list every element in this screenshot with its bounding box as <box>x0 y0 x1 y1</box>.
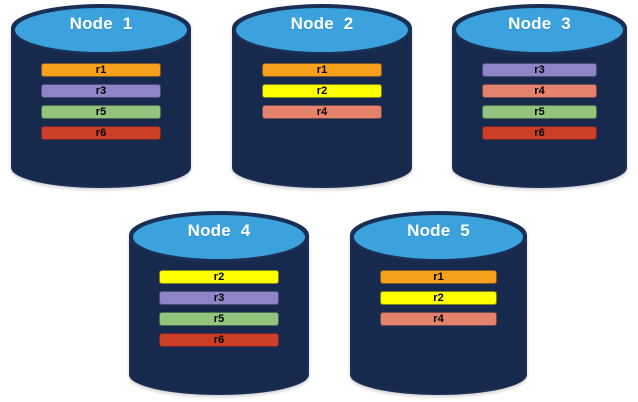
database-node-cylinder[interactable]: Node 4 r2 r3 r5 r6 <box>129 211 309 395</box>
cylinder-top-ellipse <box>351 212 526 262</box>
replica-bar-list: r1 r2 r4 <box>350 270 527 326</box>
replica-bar-list: r3 r4 r5 r6 <box>452 63 627 140</box>
replica-bar[interactable]: r6 <box>482 126 597 140</box>
replica-bar[interactable]: r6 <box>159 333 279 347</box>
replica-bar-list: r2 r3 r5 r6 <box>129 270 309 347</box>
cylinder-top-ellipse <box>12 5 190 55</box>
node-title-label: Node 5 <box>407 221 470 240</box>
database-node-cylinder[interactable]: Node 2 r1 r2 r4 <box>232 4 412 188</box>
replica-bar[interactable]: r5 <box>159 312 279 326</box>
replica-bar[interactable]: r3 <box>159 291 279 305</box>
replica-bar[interactable]: r6 <box>41 126 161 140</box>
node-title-label: Node 1 <box>69 14 133 33</box>
node-title-label: Node 4 <box>187 221 251 240</box>
replica-bar[interactable]: r2 <box>380 291 497 305</box>
replica-bar-list: r1 r2 r4 <box>232 63 412 119</box>
replica-bar[interactable]: r2 <box>159 270 279 284</box>
replica-bar-list: r1 r3 r5 r6 <box>11 63 191 140</box>
replica-bar[interactable]: r3 <box>482 63 597 77</box>
database-node-cylinder[interactable]: Node 3 r3 r4 r5 r6 <box>452 4 627 188</box>
replica-bar[interactable]: r1 <box>262 63 382 77</box>
cylinder-top-ellipse <box>453 5 626 55</box>
database-node-cylinder[interactable]: Node 5 r1 r2 r4 <box>350 211 527 395</box>
replica-bar[interactable]: r3 <box>41 84 161 98</box>
replica-bar[interactable]: r4 <box>262 105 382 119</box>
replica-bar[interactable]: r1 <box>380 270 497 284</box>
replica-bar[interactable]: r5 <box>482 105 597 119</box>
node-title-label: Node 3 <box>508 14 571 33</box>
replica-bar[interactable]: r4 <box>482 84 597 98</box>
cylinder-top-ellipse <box>233 5 411 55</box>
node-title-label: Node 2 <box>290 14 354 33</box>
replica-bar[interactable]: r5 <box>41 105 161 119</box>
replica-bar[interactable]: r2 <box>262 84 382 98</box>
database-node-cylinder[interactable]: Node 1 r1 r3 r5 r6 <box>11 4 191 188</box>
replica-bar[interactable]: r4 <box>380 312 497 326</box>
cylinder-top-ellipse <box>130 212 308 262</box>
replica-bar[interactable]: r1 <box>41 63 161 77</box>
